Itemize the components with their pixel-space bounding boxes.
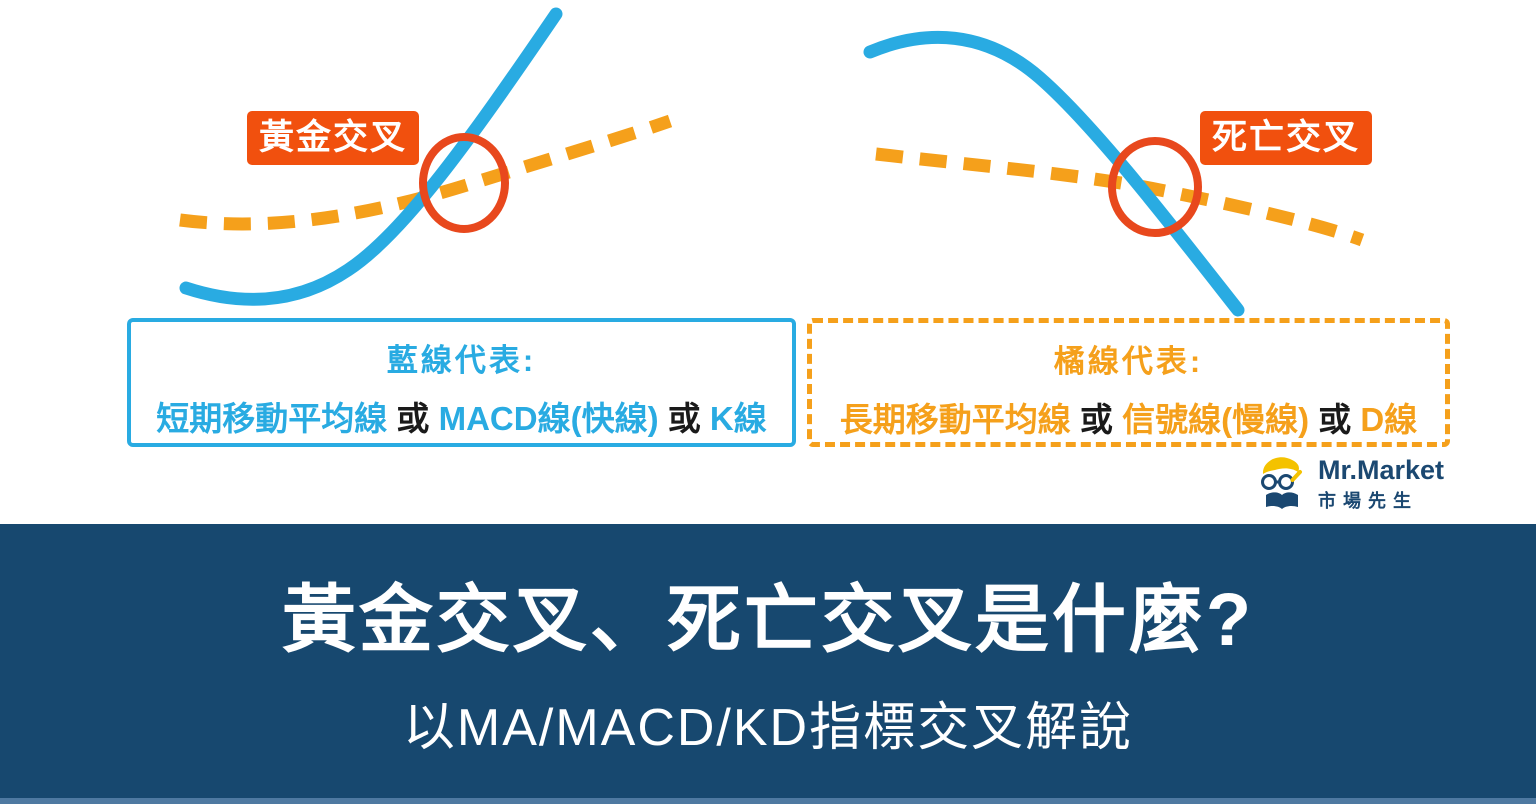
- blue-legend-seg-k: K線: [709, 400, 767, 437]
- blue-legend-seg-ma: 短期移動平均線: [156, 400, 388, 437]
- blue-line-left: [179, 7, 563, 306]
- orange-legend-seg-d: D線: [1360, 401, 1418, 438]
- blue-legend-line: 短期移動平均線 或 MACD線(快線) 或 K線: [131, 392, 792, 440]
- orange-legend-line: 長期移動平均線 或 信號線(慢線) 或 D線: [812, 393, 1445, 441]
- orange-dashed-line-left: [179, 114, 673, 231]
- blue-legend-seg-or2: 或: [658, 400, 710, 437]
- logo-name: Mr.Market: [1318, 454, 1445, 485]
- golden-cross-label: 黃金交叉: [247, 111, 420, 165]
- orange-legend-seg-or2: 或: [1309, 401, 1361, 438]
- blue-legend-title: 藍線代表:: [386, 343, 537, 378]
- death-cross-label: 死亡交叉: [1200, 111, 1373, 165]
- orange-legend-seg-signal: 信號線(慢線): [1122, 401, 1310, 438]
- mr-market-mascot-icon: [1261, 457, 1302, 509]
- banner-bottom-strip: [0, 798, 1536, 804]
- blue-line-right: [863, 30, 1245, 317]
- orange-dashed-line-right: [875, 147, 1365, 247]
- orange-legend-seg-ma: 長期移動平均線: [839, 401, 1071, 438]
- logo-subtitle: 市場先生: [1318, 490, 1418, 511]
- orange-line-legend-box: 橘線代表: 長期移動平均線 或 信號線(慢線) 或 D線: [807, 318, 1450, 447]
- golden-cross-circle-icon: [419, 133, 509, 233]
- death-cross-circle-icon: [1108, 137, 1202, 237]
- banner-title: 黃金交叉、死亡交叉是什麼?: [281, 578, 1255, 661]
- blue-legend-seg-macd: MACD線(快線): [438, 400, 659, 437]
- title-banner: 黃金交叉、死亡交叉是什麼? 以MA/MACD/KD指標交叉解說: [0, 524, 1536, 804]
- orange-legend-title: 橘線代表:: [1053, 344, 1204, 379]
- mr-market-logo: Mr.Market 市場先生: [1256, 453, 1444, 515]
- banner-subtitle: 以MA/MACD/KD指標交叉解說: [402, 699, 1134, 757]
- blue-legend-seg-or1: 或: [387, 400, 439, 437]
- blue-line-legend-box: 藍線代表: 短期移動平均線 或 MACD線(快線) 或 K線: [127, 318, 796, 447]
- logo-text: Mr.Market 市場先生: [1318, 456, 1444, 513]
- cross-diagrams: [179, 7, 1365, 317]
- orange-legend-seg-or1: 或: [1070, 401, 1123, 438]
